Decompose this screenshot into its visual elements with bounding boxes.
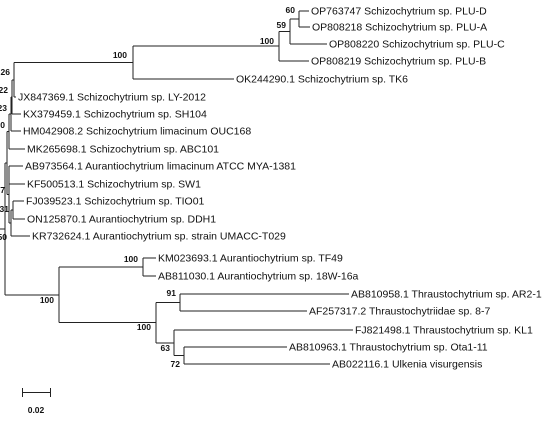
taxon-label: FJ821498.1 Thraustochytrium sp. KL1 <box>355 325 533 337</box>
tree-branches <box>0 10 353 365</box>
taxon-label: AB022116.1 Ulkenia visurgensis <box>332 359 482 371</box>
taxon-label: AB973564.1 Aurantiochytrium limacinum AT… <box>25 161 296 173</box>
taxon-label: HM042908.2 Schizochytrium limacinum OUC1… <box>23 126 251 138</box>
taxon-label: ON125870.1 Aurantiochytrium sp. DDH1 <box>27 214 216 226</box>
bootstrap-value: 26 <box>1 67 11 77</box>
taxon-label: KF500513.1 Schizochytrium sp. SW1 <box>27 179 201 191</box>
bootstrap-value: 100 <box>137 322 151 332</box>
taxon-label: MK265698.1 Schizochytrium sp. ABC101 <box>27 144 219 156</box>
bootstrap-value: 63 <box>161 343 171 353</box>
taxon-labels: OP763747 Schizochytrium sp. PLU-D OP80821… <box>18 6 542 371</box>
taxon-label: FJ039523.1 Schizochytrium sp. TIO01 <box>26 196 205 208</box>
bootstrap-values: 605910010026222350315057100917263100100 <box>0 5 295 369</box>
taxon-label: OP808220 Schizochytrium sp. PLU-C <box>329 39 505 51</box>
bootstrap-value: 72 <box>171 359 181 369</box>
taxon-label: OP808218 Schizochytrium sp. PLU-A <box>312 22 487 34</box>
taxon-label: OP763747 Schizochytrium sp. PLU-D <box>311 6 487 18</box>
taxon-label: OP808219 Schizochytrium sp. PLU-B <box>311 56 486 68</box>
taxon-label: AB810958.1 Thraustochytrium sp. AR2-1 <box>351 289 542 301</box>
bootstrap-value: 59 <box>277 20 287 30</box>
scale-bar-label: 0.02 <box>28 405 45 415</box>
taxon-label: JX847369.1 Schizochytrium sp. LY-2012 <box>18 92 206 104</box>
taxon-label: KX379459.1 Schizochytrium sp. SH104 <box>23 109 207 121</box>
bootstrap-value: 23 <box>0 103 7 113</box>
taxon-label: AF257317.2 Thraustochytriidae sp. 8-7 <box>309 306 490 318</box>
bootstrap-value: 100 <box>113 50 127 60</box>
bootstrap-value: 31 <box>0 204 9 214</box>
taxon-label: OK244290.1 Schizochytrium sp. TK6 <box>236 74 408 86</box>
taxon-label: AB810963.1 Thraustochytrium sp. Ota1-11 <box>289 342 488 354</box>
bootstrap-value: 22 <box>0 85 8 95</box>
taxon-label: KR732624.1 Aurantiochytrium sp. strain U… <box>32 231 286 243</box>
bootstrap-value: 57 <box>0 185 5 195</box>
bootstrap-value: 50 <box>0 120 5 130</box>
bootstrap-value: 60 <box>286 5 296 15</box>
taxon-label: KM023693.1 Aurantiochytrium sp. TF49 <box>158 253 343 265</box>
taxon-label: AB811030.1 Aurantiochytrium sp. 18W-16a <box>158 271 359 283</box>
bootstrap-value: 91 <box>167 288 177 298</box>
scale-bar: 0.02 <box>22 388 51 415</box>
bootstrap-value: 100 <box>124 254 138 264</box>
bootstrap-value: 50 <box>0 232 7 242</box>
bootstrap-value: 100 <box>40 295 54 305</box>
bootstrap-value: 100 <box>260 36 274 46</box>
